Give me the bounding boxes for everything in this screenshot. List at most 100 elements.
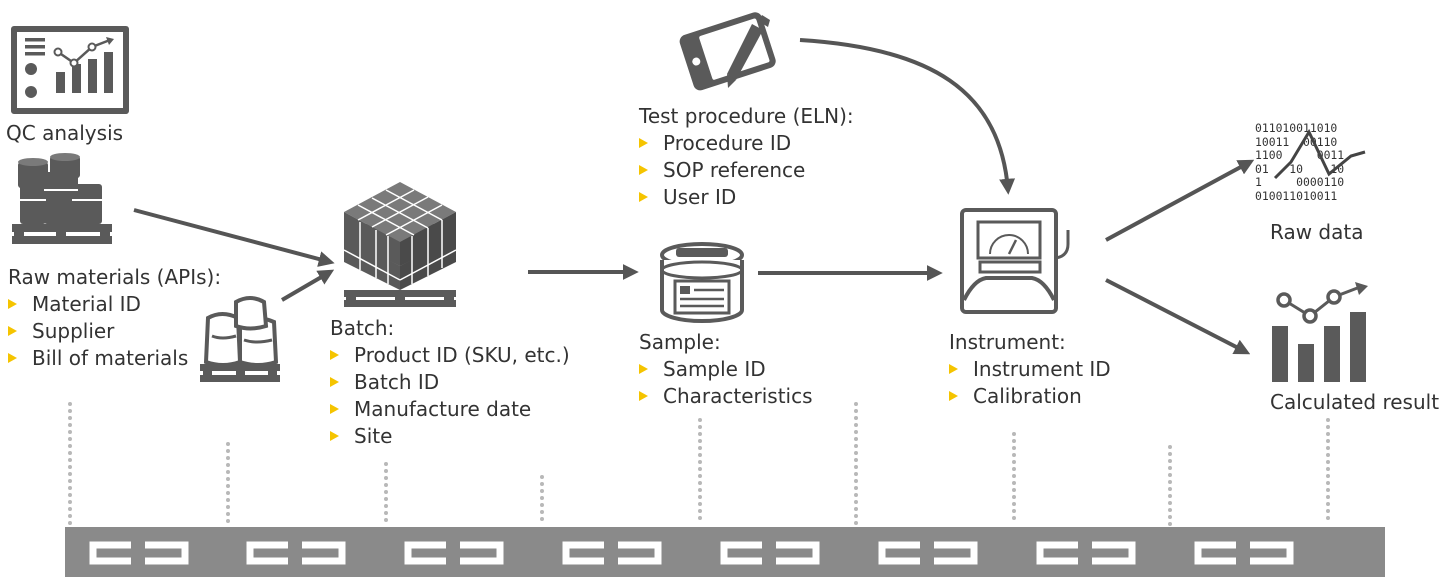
bullet-triangle-icon [949,364,958,374]
connector-dot [854,437,858,441]
connector-dot [1168,473,1172,477]
chain-link-icon [1194,541,1294,565]
list-item-label: Bill of materials [32,346,189,370]
list-item-label: Site [354,424,393,448]
connector-dot [226,456,230,460]
connector-dot [854,479,858,483]
bullet-triangle-icon [639,165,648,175]
connector-dot [1326,425,1330,429]
chain-link-icon [246,541,346,565]
chain-links [89,541,1294,565]
connector-dot [1326,439,1330,443]
list-item: Sample ID [639,357,813,381]
connector-dot [854,514,858,518]
list-item-label: Material ID [32,292,141,316]
connector-dot [1012,453,1016,457]
bullet-triangle-icon [8,353,17,363]
list-item: Supplier [8,319,221,343]
connector-dot [1168,494,1172,498]
connector-dot [1168,501,1172,505]
connector-dot [854,444,858,448]
connector-dot [854,458,858,462]
connector-dot [854,521,858,525]
connector-dot [854,493,858,497]
connector-dot [226,449,230,453]
connector-dot [698,502,702,506]
list-item-label: Calibration [973,384,1082,408]
connector-dot [1012,460,1016,464]
connector-dot [854,409,858,413]
chain-link-icon [562,541,662,565]
connector-dot [384,476,388,480]
connector-dot [1168,508,1172,512]
instrument-block: Instrument: Instrument ID Calibration [949,330,1111,411]
connector-dot [68,465,72,469]
bullet-triangle-icon [330,404,339,414]
connector-dot [1326,516,1330,520]
connector-dot [226,477,230,481]
bullet-triangle-icon [330,431,339,441]
boxes-on-pallet-icon [343,182,457,307]
connector-dot [1326,481,1330,485]
raw-materials-heading: Raw materials (APIs): [8,265,222,289]
connector-dot [1012,474,1016,478]
connector-dot [68,514,72,518]
dashboard-chart-icon [11,26,129,114]
connector-dot [698,467,702,471]
connector-dot [1168,487,1172,491]
list-item: Product ID (SKU, etc.) [330,343,570,367]
connector-dot [384,497,388,501]
list-item-label: Manufacture date [354,397,532,421]
calculated-result-label: Calculated result [1270,390,1440,414]
sample-block: Sample: Sample ID Characteristics [639,330,813,411]
list-item-label: Procedure ID [663,131,792,155]
bullet-triangle-icon [949,391,958,401]
connector-dot [68,472,72,476]
bullet-triangle-icon [8,299,17,309]
batch-list: Product ID (SKU, etc.) Batch ID Manufact… [330,343,570,448]
connector-dot [854,402,858,406]
connector-dot [384,490,388,494]
connector-dot [698,481,702,485]
bullet-triangle-icon [330,377,339,387]
connector-dot [226,463,230,467]
bullet-triangle-icon [639,391,648,401]
connector-dot [698,495,702,499]
connector-dot [1326,467,1330,471]
connector-dot [698,425,702,429]
list-item: Procedure ID [639,131,854,155]
list-item: Characteristics [639,384,813,408]
connector-dot [1012,516,1016,520]
list-item-label: User ID [663,185,737,209]
connector-dot [1326,509,1330,513]
connector-dot [1012,467,1016,471]
connector-dot [540,517,544,521]
connector-dot [1326,453,1330,457]
test-procedure-heading: Test procedure (ELN): [639,104,854,128]
connector-dot [68,451,72,455]
list-item: Material ID [8,292,221,316]
connector-dot [1168,466,1172,470]
connector-dot [1326,495,1330,499]
connector-dot [226,442,230,446]
open-drums-on-pallet-icon [200,296,280,382]
connector-dot [1168,515,1172,519]
connector-dot [1012,446,1016,450]
instrument-heading: Instrument: [949,330,1066,354]
connector-dot [68,402,72,406]
list-item-label: Batch ID [354,370,440,394]
list-item-label: SOP reference [663,158,806,182]
connector-dot [1168,459,1172,463]
sample-heading: Sample: [639,330,721,354]
sample-list: Sample ID Characteristics [639,357,813,408]
connector-dot [698,509,702,513]
connector-dot [1326,460,1330,464]
connector-dot [68,479,72,483]
connector-dot [1012,509,1016,513]
bullet-triangle-icon [639,364,648,374]
connector-dot [540,510,544,514]
raw-materials-block: Raw materials (APIs): Material ID Suppli… [8,265,221,373]
connector-dot [68,444,72,448]
connector-dot [68,500,72,504]
